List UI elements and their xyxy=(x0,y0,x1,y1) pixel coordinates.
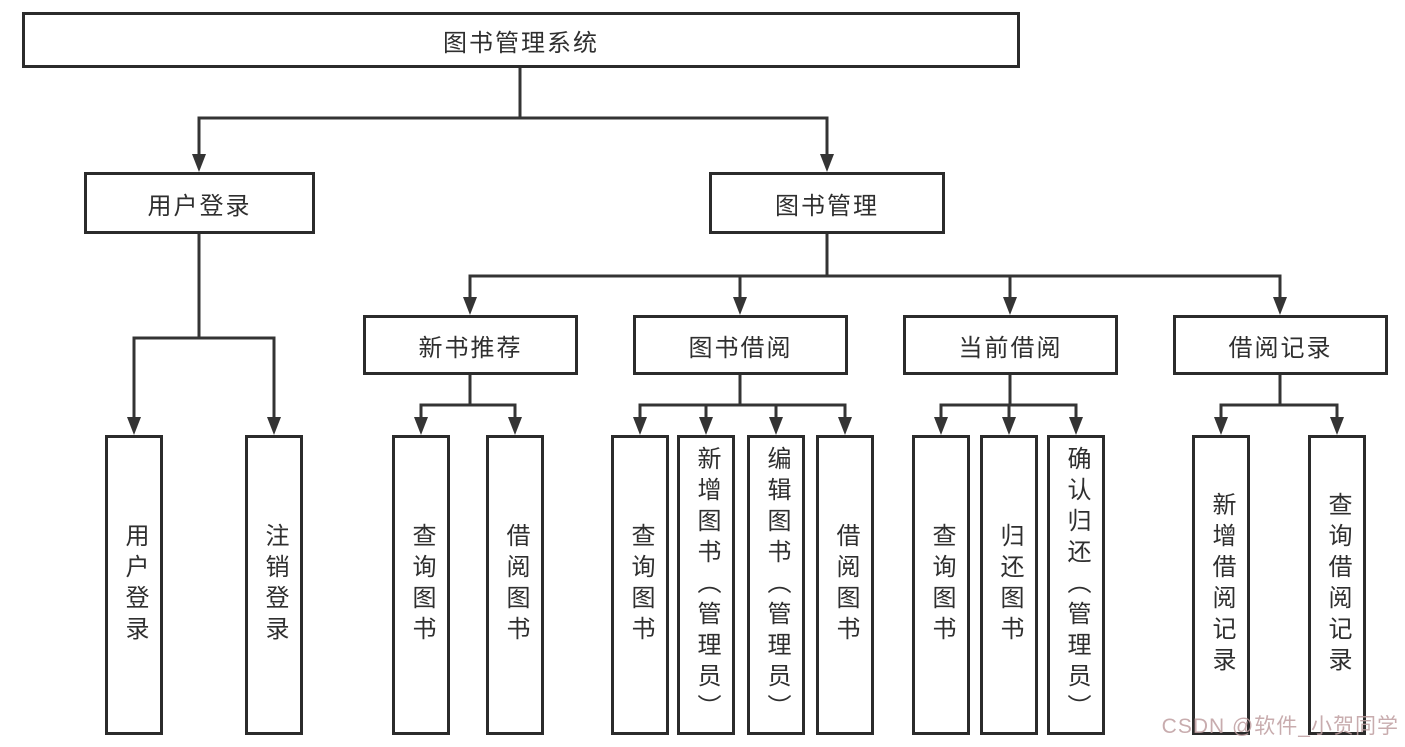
leaf-rec-borrow-books: 借阅图书 xyxy=(486,435,544,735)
arrowhead-down-icon xyxy=(127,417,141,435)
leaf-label: 注销登录 xyxy=(261,523,288,647)
leaf-bb-query-books: 查询图书 xyxy=(611,435,669,735)
arrowhead-down-icon xyxy=(934,417,948,435)
node-label: 图书管理 xyxy=(775,192,879,220)
arrowhead-down-icon xyxy=(1003,297,1017,315)
leaf-cb-query-books: 查询图书 xyxy=(912,435,970,735)
node-label: 当前借阅 xyxy=(958,334,1063,362)
node-label: 图书借阅 xyxy=(688,334,793,362)
leaf-label: 借阅图书 xyxy=(502,523,529,647)
leaf-label: 借阅图书 xyxy=(832,523,859,647)
leaf-rec-query-books: 查询图书 xyxy=(392,435,450,735)
leaf-user-login: 用户登录 xyxy=(105,435,163,735)
arrowhead-down-icon xyxy=(192,154,206,172)
arrowhead-down-icon xyxy=(1002,417,1016,435)
arrowhead-down-icon xyxy=(1069,417,1083,435)
node-label: 借阅记录 xyxy=(1228,334,1333,362)
arrowhead-down-icon xyxy=(1273,297,1287,315)
arrowhead-down-icon xyxy=(769,417,783,435)
leaf-label: 查询借阅记录 xyxy=(1324,492,1351,678)
arrowhead-down-icon xyxy=(1330,417,1344,435)
leaf-label: 归还图书 xyxy=(996,523,1023,647)
leaf-label: 新增借阅记录 xyxy=(1208,492,1235,678)
leaf-bb-add-books-admin: 新增图书（管理员） xyxy=(677,435,735,735)
node-user-login: 用户登录 xyxy=(84,172,315,234)
leaf-logout: 注销登录 xyxy=(245,435,303,735)
arrowhead-down-icon xyxy=(633,417,647,435)
leaf-label: 查询图书 xyxy=(627,523,654,647)
node-label: 新书推荐 xyxy=(418,334,523,362)
leaf-label: 确认归还（管理员） xyxy=(1063,445,1090,725)
arrowhead-down-icon xyxy=(699,417,713,435)
leaf-label: 新增图书（管理员） xyxy=(693,445,720,725)
node-label: 用户登录 xyxy=(147,192,252,220)
node-library-system: 图书管理系统 xyxy=(22,12,1020,68)
leaf-br-query-record: 查询借阅记录 xyxy=(1308,435,1366,735)
arrowhead-down-icon xyxy=(508,417,522,435)
leaf-label: 查询图书 xyxy=(928,523,955,647)
arrowhead-down-icon xyxy=(838,417,852,435)
leaf-bb-borrow-books: 借阅图书 xyxy=(816,435,874,735)
csdn-watermark: CSDN @软件_小贺同学 xyxy=(1161,715,1399,738)
node-label: 图书管理系统 xyxy=(443,29,599,57)
arrowhead-down-icon xyxy=(733,297,747,315)
leaf-label: 编辑图书（管理员） xyxy=(763,445,790,725)
leaf-cb-confirm-return-admin: 确认归还（管理员） xyxy=(1047,435,1105,735)
arrowhead-down-icon xyxy=(820,154,834,172)
arrowhead-down-icon xyxy=(463,297,477,315)
node-borrowing-records: 借阅记录 xyxy=(1173,315,1388,375)
arrowhead-down-icon xyxy=(1214,417,1228,435)
node-book-management: 图书管理 xyxy=(709,172,945,234)
leaf-label: 用户登录 xyxy=(121,523,148,647)
arrowhead-down-icon xyxy=(414,417,428,435)
arrowhead-down-icon xyxy=(267,417,281,435)
leaf-br-add-record: 新增借阅记录 xyxy=(1192,435,1250,735)
leaf-label: 查询图书 xyxy=(408,523,435,647)
leaf-cb-return-books: 归还图书 xyxy=(980,435,1038,735)
node-current-borrowing: 当前借阅 xyxy=(903,315,1118,375)
node-new-book-recommend: 新书推荐 xyxy=(363,315,578,375)
leaf-bb-edit-books-admin: 编辑图书（管理员） xyxy=(747,435,805,735)
node-book-borrowing: 图书借阅 xyxy=(633,315,848,375)
